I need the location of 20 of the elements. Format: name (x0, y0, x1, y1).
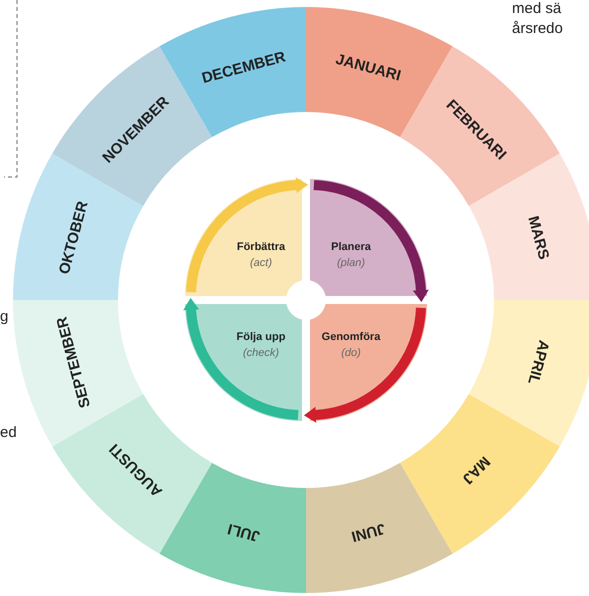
phase-title: Genomföra (322, 331, 380, 343)
month-segment (306, 462, 452, 593)
text-fragment: g (0, 308, 8, 326)
phase-subtitle: (plan) (336, 257, 366, 269)
month-label: JULI (226, 520, 262, 545)
text-fragment: ed (0, 424, 17, 442)
phase-title: Förbättra (236, 241, 286, 253)
text-fragment: årsredo (512, 20, 563, 38)
month-segment (400, 394, 560, 554)
month-label: MARS (524, 214, 552, 262)
text-fragment: med sä (512, 0, 562, 18)
phase-subtitle: (check) (242, 347, 280, 359)
phase-title: Planera (331, 241, 371, 253)
month-label: JUNI (350, 520, 387, 545)
month-segment (468, 300, 589, 446)
phase-title: Följa upp (236, 331, 286, 343)
phase-subtitle: (do) (341, 347, 361, 359)
month-segment (400, 46, 560, 206)
phase-subtitle: (act) (250, 257, 272, 269)
month-label: APRIL (524, 338, 552, 386)
